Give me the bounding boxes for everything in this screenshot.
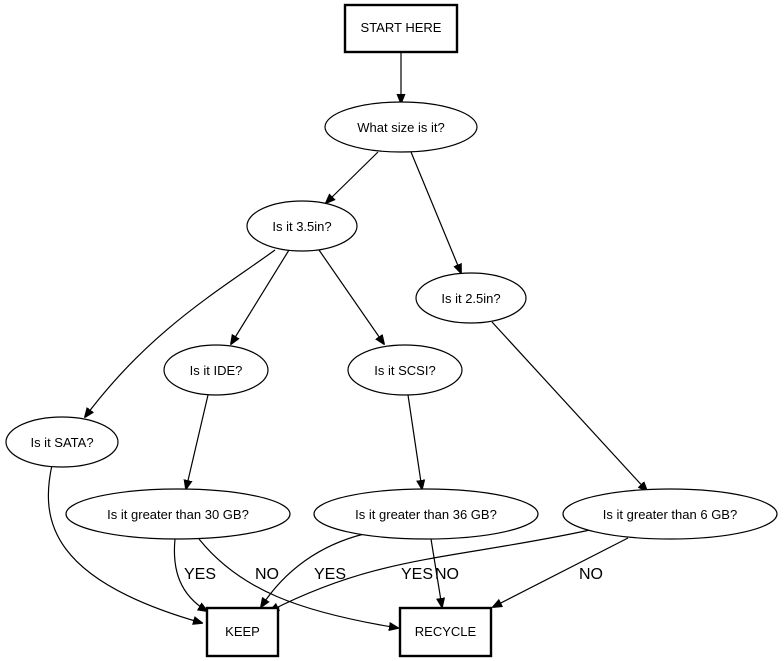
edge-25in-to-gt6 [491,321,647,491]
node-gt36-ellipse [313,488,539,540]
node-ide-label: Is it IDE? [190,363,243,378]
edge-labels: YES NO YES YES NO NO [184,566,603,583]
node-size-ellipse [324,101,478,153]
edges [47,53,647,628]
edge-35in-to-ide [231,249,290,344]
edge-35in-to-scsi [318,249,384,344]
edge-35in-to-sata [85,249,276,417]
node-recycle: RECYCLE [398,606,493,658]
node-gt6-ellipse [562,488,778,540]
node-25in: Is it 2.5in? [415,272,527,324]
edge-gt6-no-to-recycle [493,537,629,607]
node-start-box [343,3,459,54]
node-gt36-label: Is it greater than 36 GB? [355,507,497,522]
node-scsi-ellipse [347,344,463,396]
node-sata: Is it SATA? [5,416,119,468]
edge-scsi-to-gt36 [407,394,422,489]
node-ide: Is it IDE? [163,344,269,396]
node-gt30-label: Is it greater than 30 GB? [107,507,249,522]
node-start: START HERE [343,3,459,54]
edge-ide-to-gt30 [186,394,209,489]
edge-label-gt6-no: NO [579,566,603,583]
node-gt36: Is it greater than 36 GB? [313,488,539,540]
node-gt6-label: Is it greater than 6 GB? [603,507,737,522]
edge-label-gt36-yes-recycle: YES [401,566,433,583]
edge-label-gt36-no: NO [435,566,459,583]
node-gt30: Is it greater than 30 GB? [65,488,291,540]
edge-label-gt30-yes: YES [184,566,216,583]
edge-gt30-yes-to-keep [173,538,207,611]
edge-gt36-yes-to-recycle [430,538,442,607]
node-keep-label: KEEP [225,624,260,639]
node-gt6: Is it greater than 6 GB? [562,488,778,540]
node-35in-label: Is it 3.5in? [272,219,331,234]
node-keep-box [205,606,280,658]
node-size-label: What size is it? [357,120,444,135]
node-35in: Is it 3.5in? [246,200,358,252]
node-gt30-ellipse [65,488,291,540]
node-ide-ellipse [163,344,269,396]
edge-label-gt30-no: NO [255,566,279,583]
node-sata-ellipse [5,416,119,468]
edge-size-to-25in [410,151,461,273]
node-25in-label: Is it 2.5in? [441,291,500,306]
edge-gt6-yes-to-keep [270,529,591,611]
edge-sata-to-keep [47,464,202,623]
node-recycle-box [398,606,493,658]
node-keep: KEEP [205,606,280,658]
node-scsi-label: Is it SCSI? [374,363,435,378]
node-35in-ellipse [246,200,358,252]
node-size: What size is it? [324,101,478,153]
node-start-label: START HERE [361,20,442,35]
edge-label-gt36-yes-keep: YES [314,566,346,583]
edge-gt30-no-to-recycle [198,538,398,628]
node-scsi: Is it SCSI? [347,344,463,396]
node-25in-ellipse [415,272,527,324]
node-recycle-label: RECYCLE [415,624,477,639]
edge-size-to-35in [326,151,379,203]
node-sata-label: Is it SATA? [30,435,93,450]
edge-gt36-yes-to-keep [261,533,365,607]
